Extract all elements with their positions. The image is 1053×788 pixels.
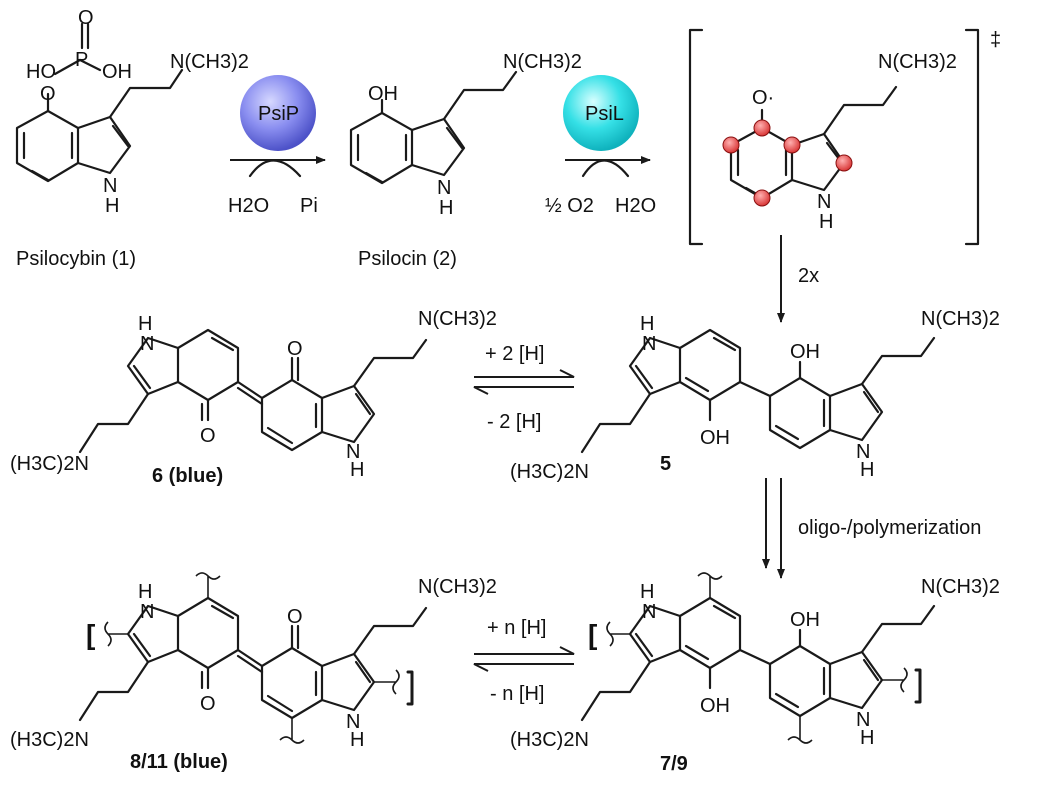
radical-intermediate-structure: O· N(CH3)2 N H: [722, 51, 957, 233]
reagent-2x: 2x: [798, 265, 819, 287]
atom-n: N: [103, 175, 117, 197]
radical-spin-site: [722, 136, 740, 154]
atom-n: N: [140, 601, 154, 623]
polymer-bracket-left: [: [588, 619, 597, 650]
psil-enzyme-sphere: [563, 75, 639, 151]
atom-h3c2n: (H3C)2N: [10, 729, 89, 751]
atom-h: H: [640, 581, 654, 603]
atom-n: N: [642, 333, 656, 355]
reagent-h2o-right: H2O: [615, 195, 656, 217]
reagent-h2o-left: H2O: [228, 195, 269, 217]
atom-n: N: [437, 177, 451, 199]
compound-label-1: Psilocybin (1): [16, 248, 136, 270]
atom-n: N: [140, 333, 154, 355]
reagent-minus-nh: - n [H]: [490, 683, 544, 705]
reagent-half-o2: ½ O2: [545, 195, 594, 217]
atom-h: H: [640, 313, 654, 335]
psip-label: PsiP: [258, 103, 299, 125]
atom-h: H: [105, 195, 119, 217]
atom-o: O: [40, 83, 56, 105]
compound-label-5: 5: [660, 453, 671, 475]
reagent-minus-2h: - 2 [H]: [487, 411, 541, 433]
compound-label-6: 6 (blue): [152, 465, 223, 487]
atom-n: N: [642, 601, 656, 623]
psip-enzyme-sphere: [240, 75, 316, 151]
atom-h: H: [819, 211, 833, 233]
atom-o: O: [287, 606, 303, 628]
atom-n: N: [856, 441, 870, 463]
radical-spin-site: [783, 136, 801, 154]
right-bracket: [964, 28, 980, 246]
atom-n: N: [346, 711, 360, 733]
radical-spin-site: [753, 189, 771, 207]
atom-h3c2n: (H3C)2N: [10, 453, 89, 475]
atom-o: O: [78, 7, 94, 29]
atom-n: N: [346, 441, 360, 463]
polymer-bracket-left: [: [86, 619, 95, 650]
compound-label-8-11: 8/11 (blue): [130, 751, 228, 773]
atom-o: O: [200, 693, 216, 715]
psilocybin-structure: N(CH3)2 P O HO OH O N H: [15, 7, 249, 217]
atom-nme2: N(CH3)2: [418, 576, 497, 598]
equilibrium-arrows-6-5: [473, 369, 575, 395]
reagent-pi: Pi: [300, 195, 318, 217]
atom-n: N: [817, 191, 831, 213]
reagent-oligo: oligo-/polymerization: [798, 517, 981, 539]
atom-h: H: [439, 197, 453, 219]
atom-h: H: [138, 313, 152, 335]
left-bracket: [688, 28, 704, 246]
compound-label-7-9: 7/9: [660, 753, 688, 775]
atom-h: H: [350, 459, 364, 481]
atom-h3c2n: (H3C)2N: [510, 729, 589, 751]
atom-p: P: [75, 49, 88, 71]
atom-oh: OH: [700, 427, 730, 449]
transition-mark: ‡: [990, 29, 1001, 51]
atom-oh: OH: [368, 83, 398, 105]
atom-ho: HO: [26, 61, 56, 83]
psilocin-structure: N(CH3)2 OH N H: [349, 51, 582, 219]
atom-nme2: N(CH3)2: [921, 576, 1000, 598]
atom-nme2: N(CH3)2: [503, 51, 582, 73]
reagent-plus-nh: + n [H]: [487, 617, 546, 639]
atom-h: H: [350, 729, 364, 751]
equilibrium-arrows-8-7: [473, 646, 575, 672]
atom-odot: O·: [752, 87, 774, 109]
atom-oh: OH: [102, 61, 132, 83]
compound-7-9-structure: H N OH OH N(CH3)2 (H3C)2N N H [: [510, 572, 1000, 751]
atom-nme2: N(CH3)2: [878, 51, 957, 73]
atom-oh: OH: [790, 609, 820, 631]
radical-spin-site: [753, 119, 771, 137]
atom-o: O: [287, 338, 303, 360]
atom-nme2: N(CH3)2: [921, 308, 1000, 330]
compound-6-structure: H N O O N(CH3)2 (H3C)2N N H: [10, 308, 497, 481]
compound-label-2: Psilocin (2): [358, 248, 457, 270]
reagent-plus-2h: + 2 [H]: [485, 343, 544, 365]
atom-h3c2n: (H3C)2N: [510, 461, 589, 483]
atom-nme2: N(CH3)2: [418, 308, 497, 330]
atom-o: O: [200, 425, 216, 447]
atom-nme2: N(CH3)2: [170, 51, 249, 73]
atom-h: H: [860, 727, 874, 749]
atom-h: H: [860, 459, 874, 481]
compound-8-11-structure: H N O O N(CH3)2 (H3C)2N N H [: [10, 572, 497, 751]
radical-spin-site: [835, 154, 853, 172]
atom-oh: OH: [700, 695, 730, 717]
atom-n: N: [856, 709, 870, 731]
atom-h: H: [138, 581, 152, 603]
compound-5-structure: H N OH OH N(CH3)2 (H3C)2N N H: [510, 308, 1000, 483]
atom-oh: OH: [790, 341, 820, 363]
psil-label: PsiL: [585, 103, 624, 125]
